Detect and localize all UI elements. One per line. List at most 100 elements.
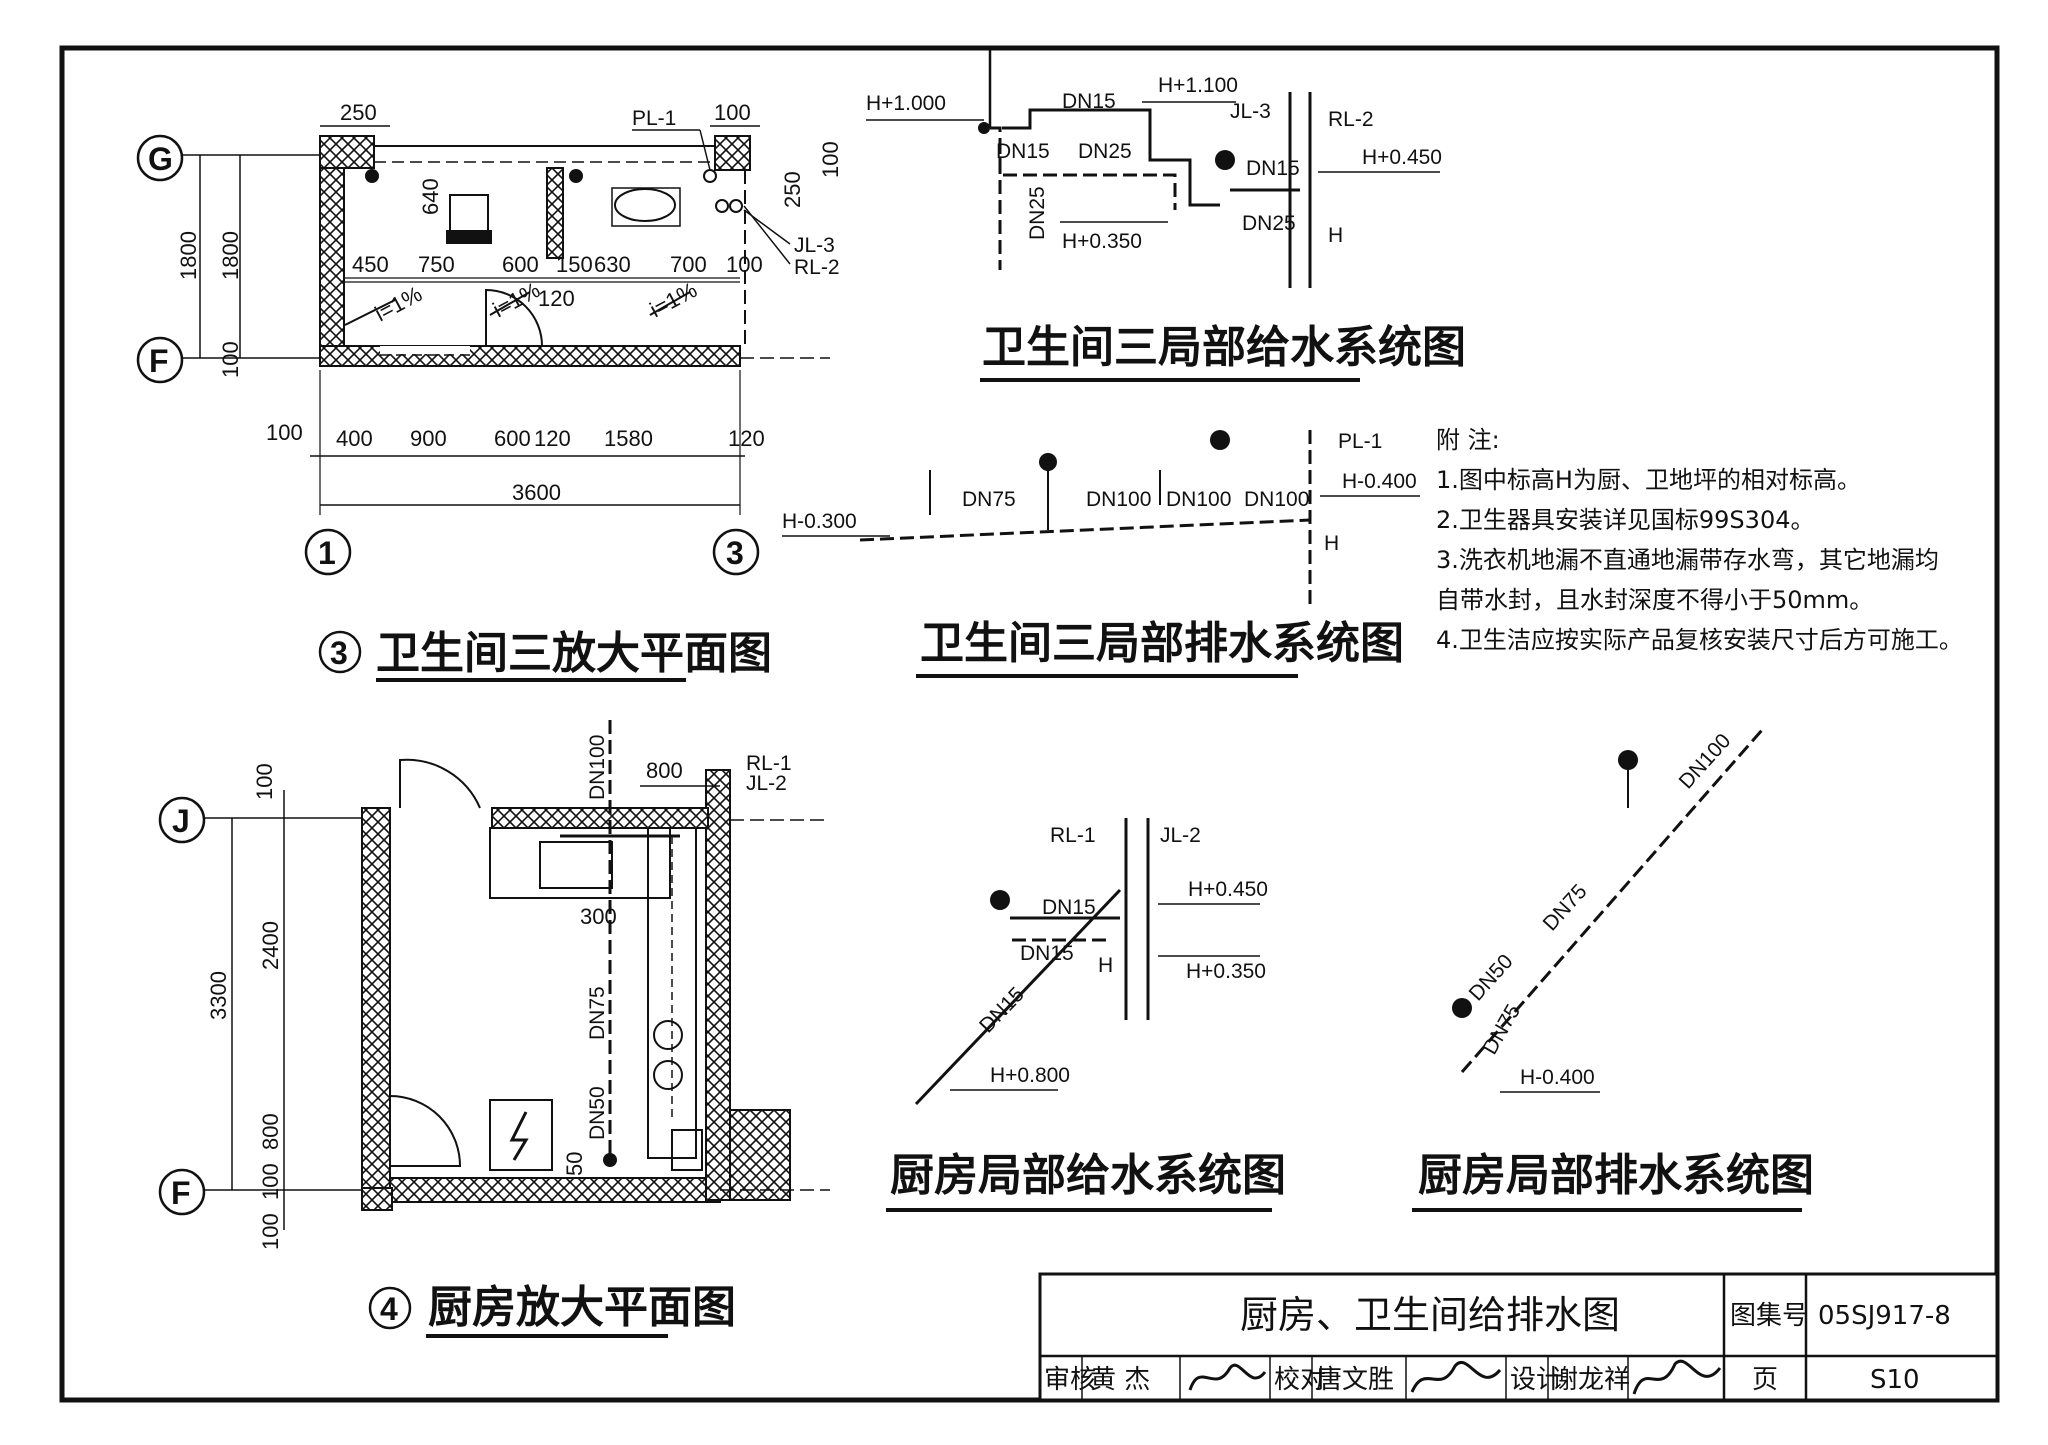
page-number: S10 [1870,1365,1920,1395]
dim-label: 3300 [206,971,231,1020]
pipe-label: RL-2 [1328,108,1374,131]
dim-label: 100 [258,1163,283,1200]
bath-drain-system: PL-1 H-0.400 DN75 DN100 DN100 DN100 H-0.… [782,430,1420,678]
dim-label: 640 [418,178,443,215]
kitchen-drain-system: DN100 DN75 DN50 DN75 H-0.400 厨房局部排水系统图 [1412,729,1814,1212]
bath-wall-top [319,135,375,169]
note-item: 1.图中标高H为厨、卫地坪的相对标高。 [1436,466,1861,494]
wash-symbol [1618,750,1638,770]
bath-supply-system: H+1.000 DN15 H+1.100 JL-3 RL-2 DN15 DN25… [866,50,1466,382]
door-swing [485,288,543,347]
axis-label: F [171,1175,191,1211]
dim-label: 800 [646,758,683,783]
pipe-size: DN75 [1478,1000,1525,1058]
kitchen-wall-right [705,769,731,1201]
dim-label: 120 [728,426,765,451]
pipe-size: DN25 [1078,140,1132,163]
dim-label: 750 [418,252,455,277]
drawing-title: 卫生间三放大平面图 [376,628,772,679]
drawing-number-bubble [368,1286,412,1330]
axis-label: F [149,343,169,379]
atlas-label: 图集号 [1730,1301,1808,1331]
pipe-size: DN75 [962,488,1016,511]
designer-name: 谢龙祥 [1552,1365,1630,1395]
notes-block: 附 注: 1.图中标高H为厨、卫地坪的相对标高。 2.卫生器具安装详见国标99S… [1436,426,1963,654]
pipe-size: DN15 [1246,157,1300,180]
dim-label: 600 [494,426,531,451]
pipe-label: PL-1 [632,107,676,130]
slope-label: i=1% [489,277,544,322]
dim-label: 1800 [176,231,201,280]
floor-drain [569,169,583,183]
dim-total: 3600 [512,480,561,505]
pipe-size: DN100 [586,735,609,800]
axis-bubble [136,134,184,182]
bath-partition [546,167,564,259]
floor-drain-box [671,1129,703,1171]
axis-bubble [712,528,760,576]
pipe-PL1 [703,169,717,183]
dim-label: 630 [594,252,631,277]
kitchen-plan: J F 100 3300 2400 800 100 100 800 300 DN… [158,720,830,1338]
bath-wall-right-top [714,135,751,171]
sink [539,841,613,889]
drawing-title: 卫生间三局部排水系统图 [920,618,1404,669]
pipe-label: JL-3 [1230,100,1271,123]
kitchen-wall-top [491,807,709,829]
dim-label: 150 [556,252,593,277]
wash-symbol [1215,150,1235,170]
pipe-size: DN15 [1020,942,1074,965]
dim-label: 450 [352,252,389,277]
reviewer-signature [1188,1363,1267,1391]
design-label: 设计 [1510,1365,1562,1395]
washbasin-counter [611,187,681,227]
pipe-RL2 [729,199,743,213]
axis-label: J [172,803,190,839]
kitchen-wall-stub [361,1187,393,1211]
pipe-label: JL-3 [794,234,835,257]
wash-symbol [1210,430,1230,450]
kitchen-shaft [729,1109,791,1201]
counter [489,827,671,899]
pipe-size: DN15 [975,983,1029,1038]
drawing-title: 卫生间三局部给水系统图 [982,322,1466,373]
title-block: 厨房、卫生间给排水图 图集号 05SJ917-8 审核 黄 杰 校对 唐文胜 设… [1038,1272,1999,1402]
axis-bubble [304,528,352,576]
floor-drain [365,169,379,183]
designer-signature [1632,1359,1722,1395]
dim-label: 100 [252,763,277,800]
atlas-number: 05SJ917-8 [1818,1301,1951,1331]
elev-H: H [1098,954,1113,977]
washbasin [614,188,676,222]
pipe-label: RL-1 [1050,824,1096,847]
dim-label: 100 [726,252,763,277]
axis-bubble [158,1168,206,1216]
wash-symbol [990,890,1010,910]
door-swing-bottom [389,1095,462,1167]
pipe-size: DN100 [1166,488,1231,511]
pipe-size: DN50 [1465,950,1518,1005]
elev-label: H+0.450 [1188,878,1268,901]
floor-drain [603,1153,617,1167]
elev-label: H+0.350 [1186,960,1266,983]
pipe-label: RL-1 [746,752,792,775]
dim-label: 300 [580,904,617,929]
axis-bubble [158,796,206,844]
pipe-size: DN15 [996,140,1050,163]
dim-label: 250 [780,171,805,208]
note-item: 4.卫生洁应按实际产品复核安装尺寸后方可施工。 [1436,626,1963,654]
dim-label: 120 [534,426,571,451]
note-item: 3.洗衣机地漏不直通地漏带存水弯，其它地漏均 [1436,546,1939,574]
elev-label: H-0.400 [1520,1066,1595,1089]
sheet-title: 厨房、卫生间给排水图 [1240,1293,1620,1337]
pipe-label: JL-2 [746,772,787,795]
review-label: 审核 [1044,1365,1096,1395]
dim-label: 800 [258,1113,283,1150]
drawing-title: 厨房局部给水系统图 [890,1150,1286,1201]
elev-label: H-0.400 [1342,470,1417,493]
drawing-number-bubble [318,630,362,674]
pipe-size: DN75 [586,986,609,1040]
note-item: 2.卫生器具安装详见国标99S304。 [1436,506,1814,534]
pipe-label: PL-1 [1338,430,1382,453]
dim-label: 1580 [604,426,653,451]
